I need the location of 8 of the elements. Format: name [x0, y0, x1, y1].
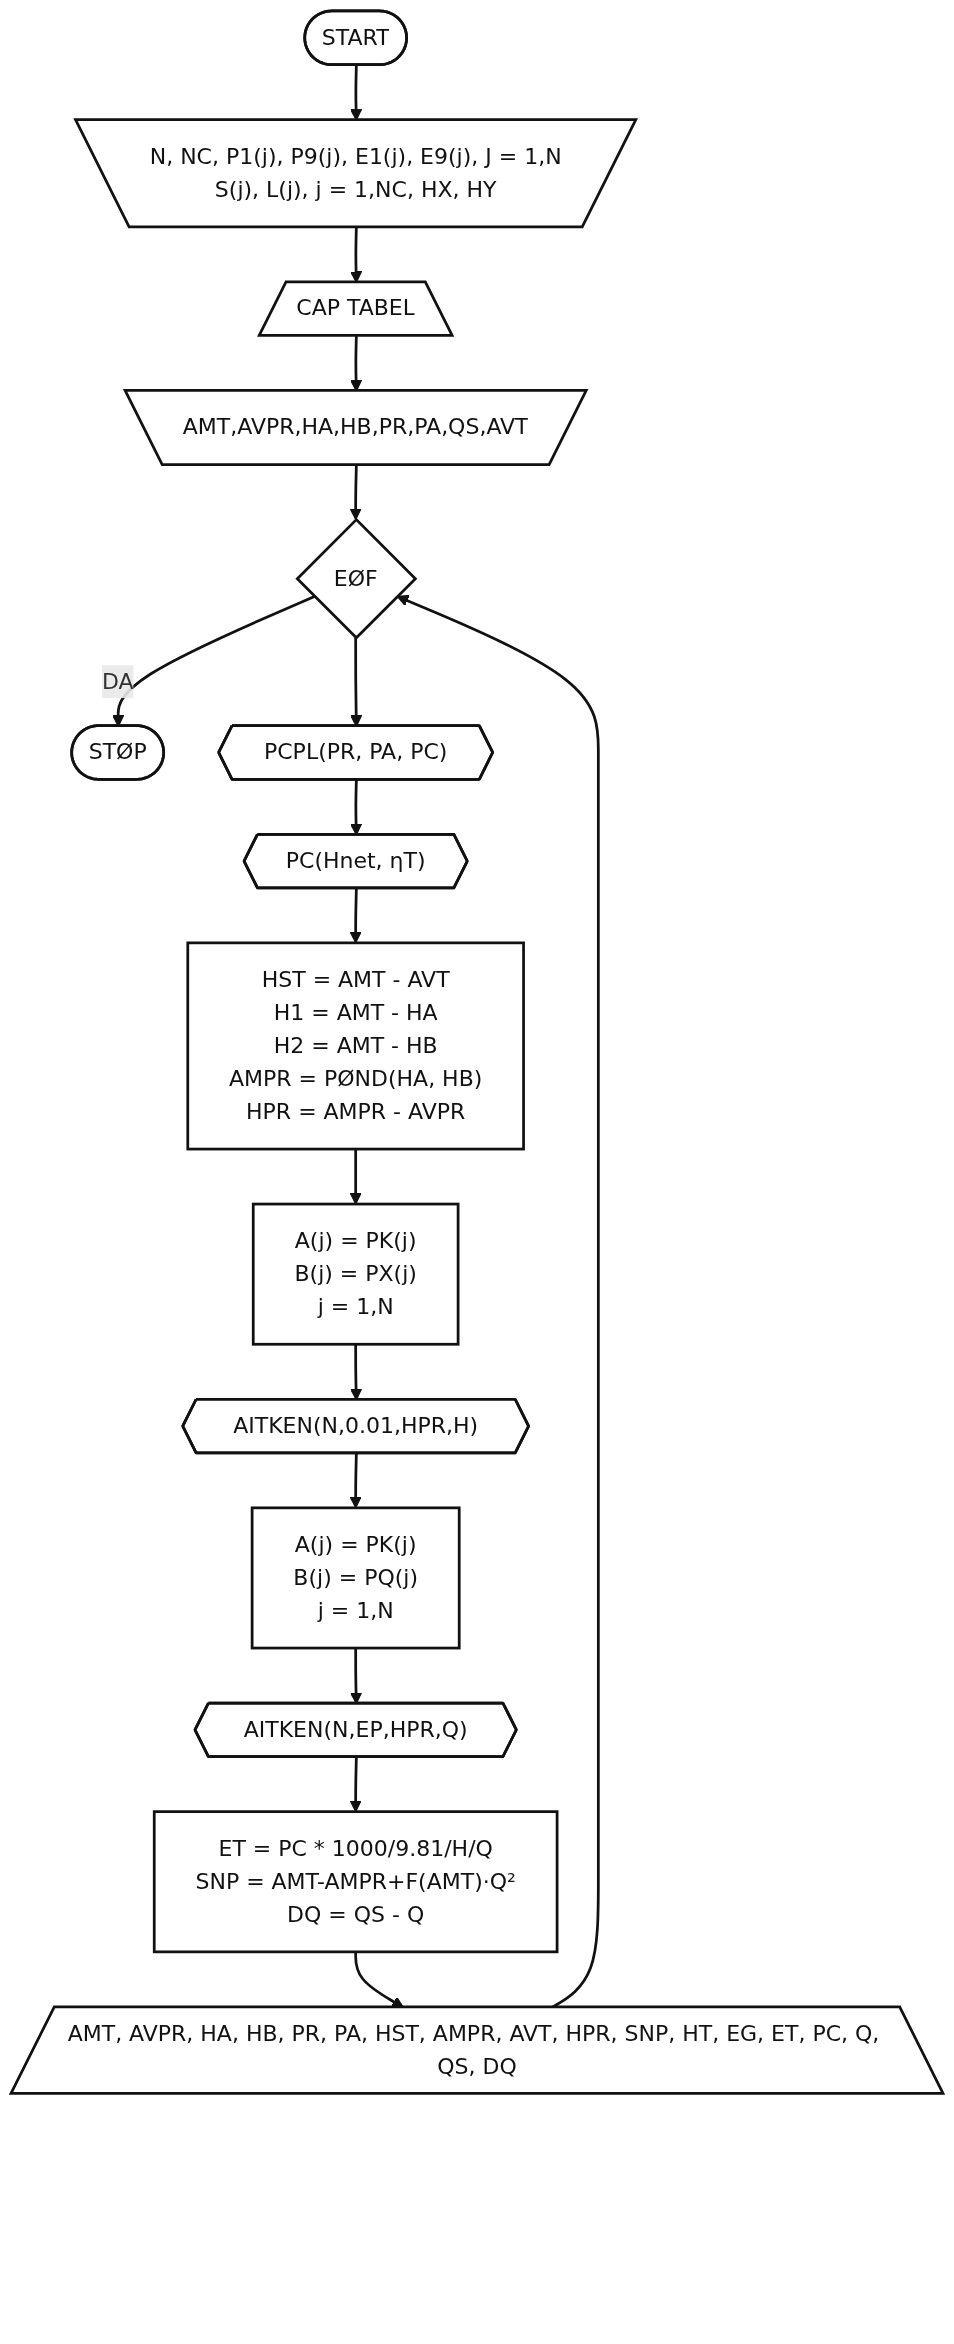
node-diamond: EØF [295, 517, 418, 640]
arrow [349, 1149, 362, 1205]
node-box: HST = AMT - AVT H1 = AMT - HA H2 = AMT - HB AMPR = PØND(HA, HB) HPR = AMPR - AVPR [186, 941, 525, 1151]
node-box: A(j) = PK(j) B(j) = PQ(j) j = 1,N [250, 1506, 461, 1650]
node-box: A(j) = PK(j) B(j) = PX(j) j = 1,N [251, 1202, 460, 1346]
arrow [349, 465, 362, 521]
node-box: ET = PC * 1000/9.81/H/Q SNP = AMT-AMPR+F(AMT)·Q² DQ = QS - Q [152, 1810, 559, 1954]
edge-label: DA [101, 667, 134, 695]
